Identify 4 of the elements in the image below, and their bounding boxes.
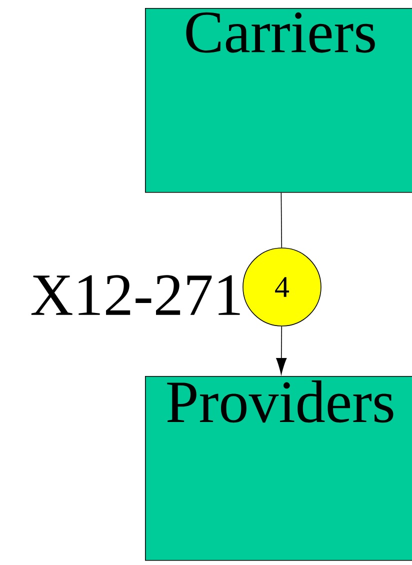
process-box: Providers xyxy=(145,376,412,561)
node-caption: X12-271 xyxy=(31,275,240,315)
process-box: Carriers xyxy=(145,8,412,193)
connector-arrow xyxy=(276,326,287,374)
